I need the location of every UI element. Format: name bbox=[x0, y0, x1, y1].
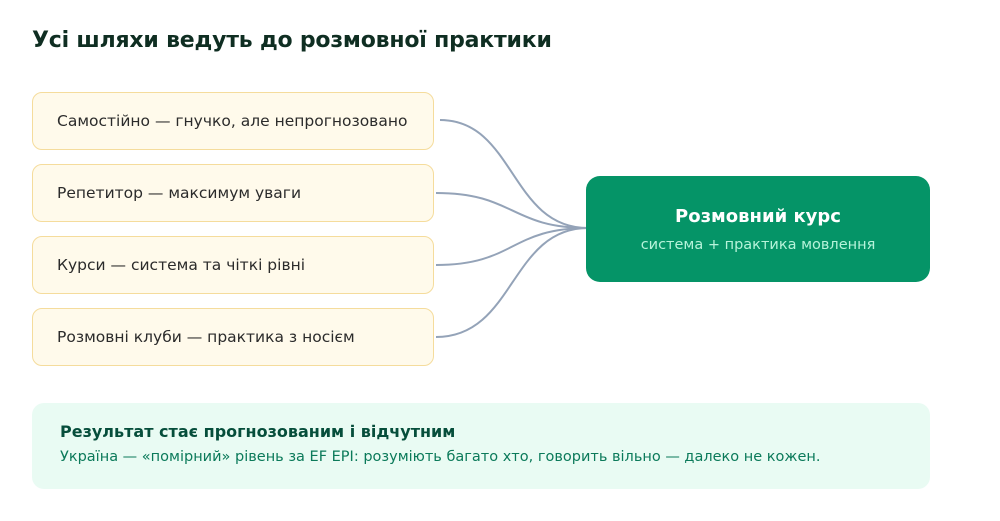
path-card-label: Самостійно — гнучко, але непрогнозовано bbox=[57, 112, 408, 130]
connector-clubs bbox=[435, 227, 589, 338]
path-card-conversation-clubs: Розмовні клуби — практика з носієм bbox=[32, 308, 434, 366]
page-title: Усі шляхи ведуть до розмовної практики bbox=[32, 28, 552, 53]
result-callout: Результат стає прогнозованим і відчутним… bbox=[32, 403, 930, 489]
target-course-title: Розмовний курс bbox=[675, 205, 841, 227]
path-card-label: Розмовні клуби — практика з носієм bbox=[57, 328, 355, 346]
target-course-subtitle: система + практика мовлення bbox=[640, 236, 876, 253]
path-card-tutor: Репетитор — максимум уваги bbox=[32, 164, 434, 222]
path-card-label: Репетитор — максимум уваги bbox=[57, 184, 302, 202]
target-course-box: Розмовний курс система + практика мовлен… bbox=[586, 176, 930, 282]
path-card-courses: Курси — система та чіткі рівні bbox=[32, 236, 434, 294]
connector-self-study bbox=[439, 119, 589, 229]
connector-tutor bbox=[435, 192, 589, 229]
result-text: Україна — «помірний» рівень за EF EPI: р… bbox=[60, 449, 821, 465]
result-title: Результат стає прогнозованим і відчутним bbox=[60, 422, 456, 441]
path-card-self-study: Самостійно — гнучко, але непрогнозовано bbox=[32, 92, 434, 150]
path-card-label: Курси — система та чіткі рівні bbox=[57, 256, 306, 274]
connector-courses bbox=[435, 227, 589, 266]
